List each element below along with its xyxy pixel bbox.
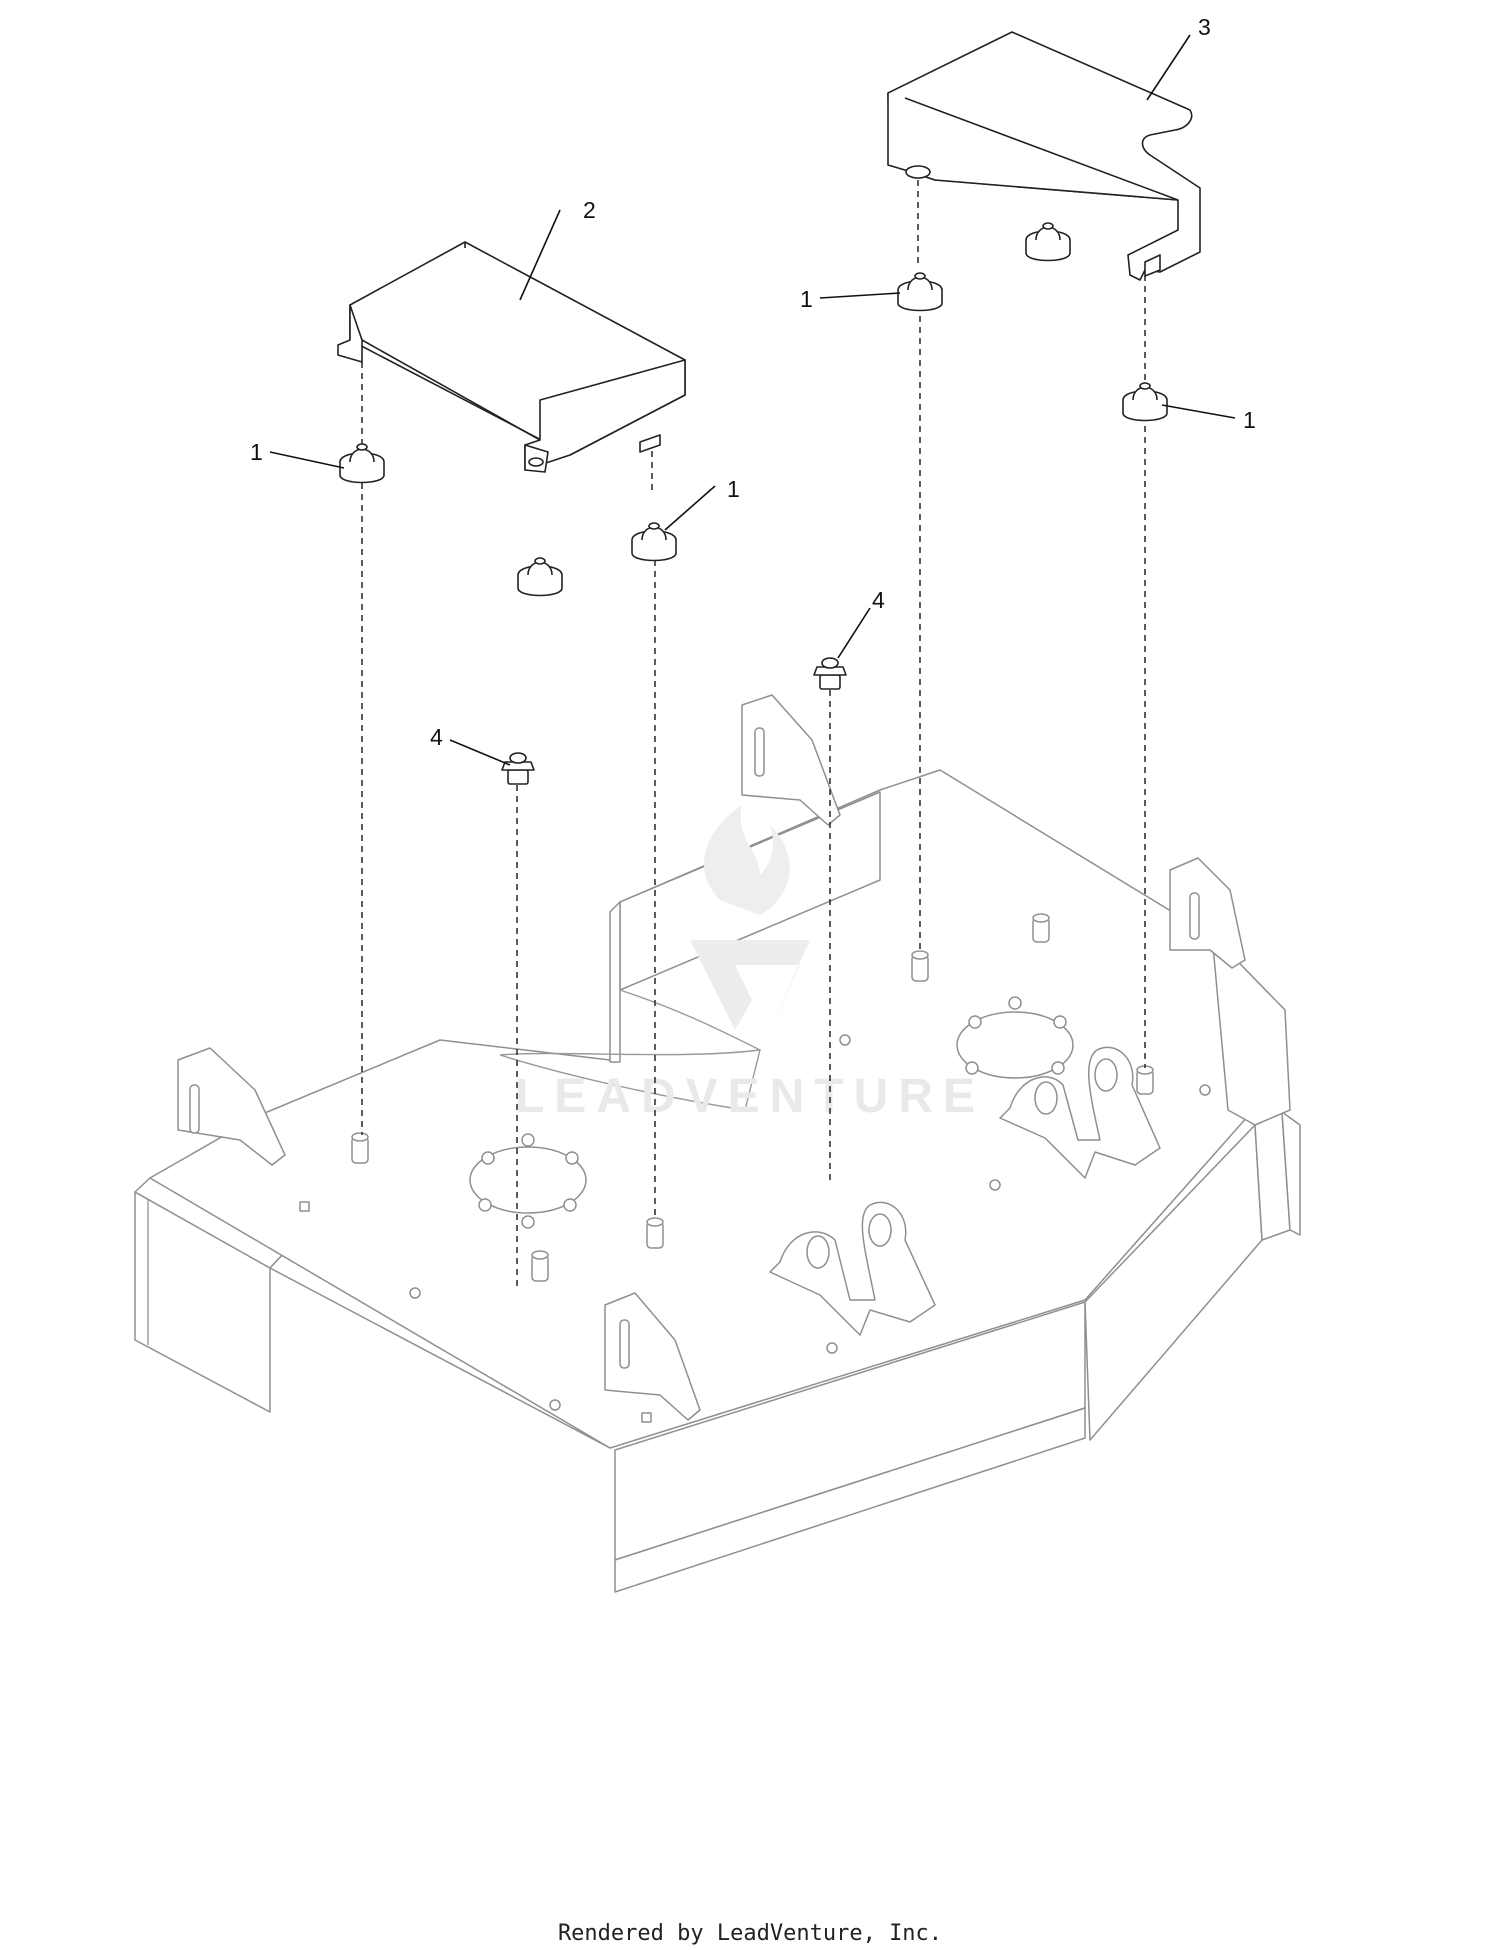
callout-leaders: [269, 34, 1236, 766]
deck-stud: [646, 1217, 664, 1249]
grease-fitting: [501, 752, 535, 785]
callout-1-right-cover-left: 1: [800, 286, 813, 312]
callout-1-left-cover-right: 1: [727, 476, 740, 502]
left-spindle-cover: [337, 241, 686, 473]
deck-stud: [351, 1132, 369, 1164]
callout-4-left: 4: [430, 724, 443, 750]
grommet: [1025, 222, 1071, 262]
callout-1-left-cover-left: 1: [250, 439, 263, 465]
deck-stud: [911, 950, 929, 982]
grommet: [339, 443, 385, 484]
grommet: [897, 272, 943, 312]
deck-stud: [531, 1250, 549, 1282]
callout-3: 3: [1198, 14, 1211, 40]
deck-stud: [1136, 1065, 1154, 1095]
deck-stud: [1032, 913, 1050, 943]
callout-2: 2: [583, 197, 596, 223]
callout-1-right-cover-right: 1: [1243, 407, 1256, 433]
grommet: [1122, 382, 1168, 422]
right-spindle-cover: [887, 31, 1201, 281]
callouts: 2 3 1 1 1 1 4 4: [250, 14, 1256, 750]
grommet: [517, 557, 563, 597]
watermark: LEADVENTURE: [515, 805, 985, 1123]
alignment-lines: [361, 180, 1146, 1290]
watermark-text: LEADVENTURE: [515, 1070, 985, 1123]
mower-deck: [134, 694, 1301, 1593]
grease-fitting: [813, 657, 847, 690]
callout-4-right: 4: [872, 587, 885, 613]
grommet: [631, 522, 677, 562]
render-credit: Rendered by LeadVenture, Inc.: [558, 1921, 942, 1946]
